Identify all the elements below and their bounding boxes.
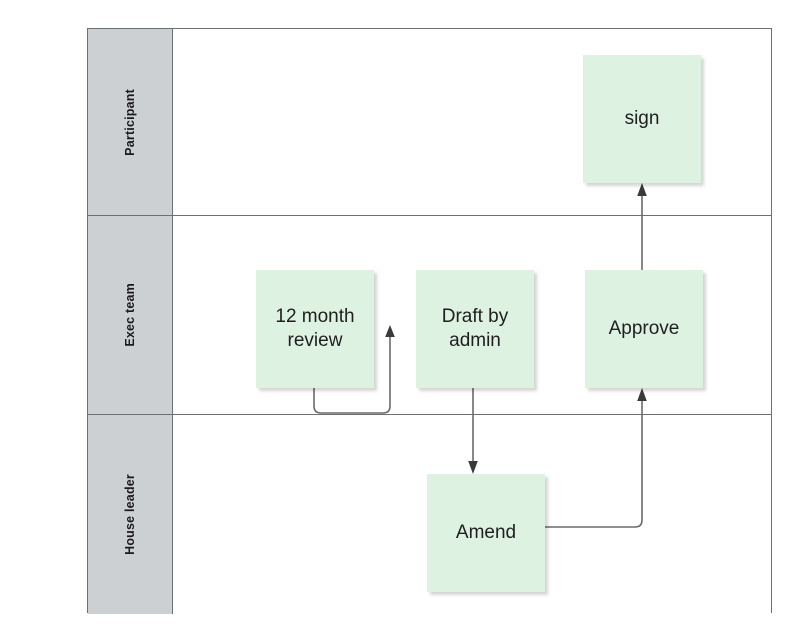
- node-approve[interactable]: Approve: [585, 270, 703, 388]
- node-sign[interactable]: sign: [583, 55, 701, 183]
- node-12-month-review[interactable]: 12 month review: [256, 270, 374, 388]
- lane-header-exec-team[interactable]: Exec team: [88, 216, 173, 414]
- node-label-sign: sign: [624, 107, 660, 129]
- node-label-draft-by-admin: Draft by admin: [441, 305, 509, 351]
- node-label-amend: Amend: [455, 521, 517, 543]
- node-label-12-month-review: 12 month review: [275, 305, 355, 351]
- lane-header-participant[interactable]: Participant: [88, 29, 173, 215]
- lane-label-house-leader: House leader: [123, 474, 137, 555]
- node-label-approve: Approve: [608, 317, 680, 339]
- lane-label-participant: Participant: [123, 88, 137, 156]
- node-amend[interactable]: Amend: [427, 474, 545, 592]
- lane-header-house-leader[interactable]: House leader: [88, 415, 173, 614]
- node-draft-by-admin[interactable]: Draft by admin: [416, 270, 534, 388]
- lane-label-exec-team: Exec team: [123, 283, 137, 347]
